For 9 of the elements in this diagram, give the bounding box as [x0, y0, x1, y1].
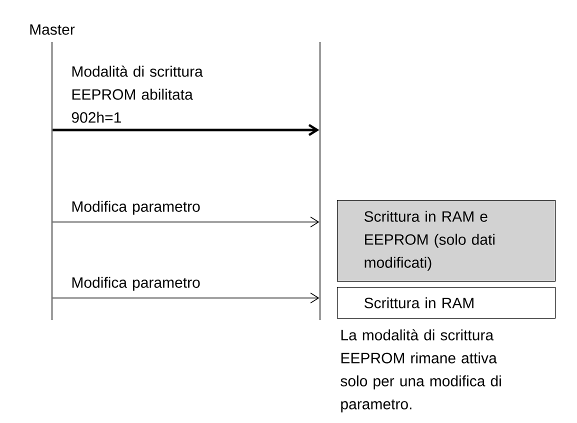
process-box: Scrittura in RAM e EEPROM (solo dati modificati) — [337, 200, 556, 282]
arrow — [52, 216, 320, 228]
arrow — [52, 124, 320, 136]
note-text: La modalità di scrittura EEPROM rimane attiva solo per una modifica di parametro. — [340, 329, 501, 412]
arrow — [52, 292, 320, 304]
edge-label: Modifica parametro — [72, 276, 200, 291]
edge-label: Modifica parametro — [72, 200, 200, 215]
process-box: Scrittura in RAM — [337, 287, 556, 319]
edge-label: Modalità di scrittura EEPROM abilitata 902h=1 — [72, 66, 203, 123]
